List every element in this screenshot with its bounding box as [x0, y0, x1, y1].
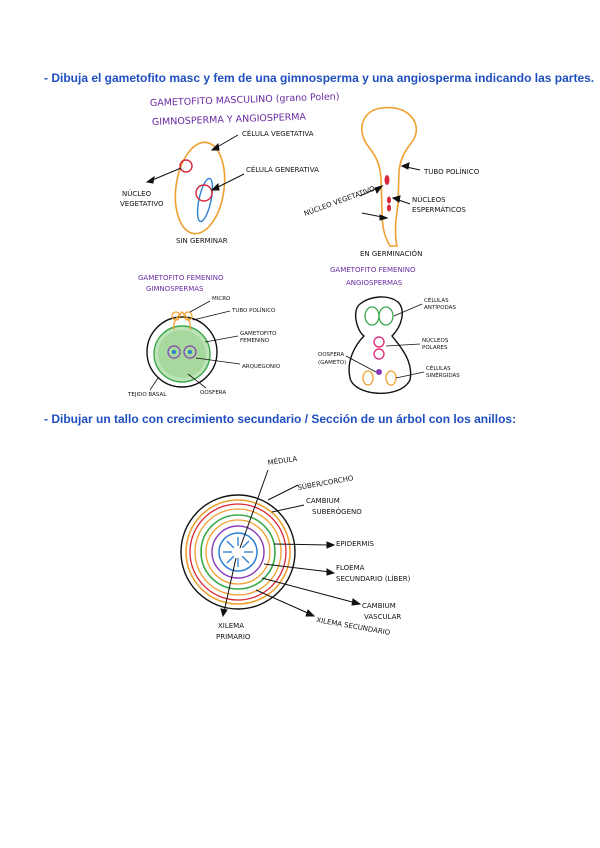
label-celula-vegetativa: CÉLULA VEGETATIVA — [242, 129, 314, 138]
label-en-germinacion: EN GERMINACIÓN — [360, 249, 422, 258]
stem-cross-section — [180, 494, 296, 610]
female-angio-embryo-sac — [348, 296, 412, 394]
male-title: GAMETOFITO MASCULINO (grano Polen) — [150, 91, 340, 109]
label-tubo-polinico: TUBO POLÍNICO — [423, 167, 480, 176]
female-gymno-ovule — [146, 311, 218, 388]
label-medula: MÉDULA — [267, 454, 298, 467]
angio-pollen-tube — [361, 106, 418, 247]
label-suber: SÚBER/CORCHO — [297, 473, 355, 492]
label-celula-generativa: CÉLULA GENERATIVA — [246, 165, 319, 174]
question-1: - Dibuja el gametofito masc y fem de una… — [44, 71, 595, 85]
male-subtitle: GIMNOSPERMA Y ANGIOSPERMA — [152, 112, 307, 128]
label-sin-germinar: SIN GERMINAR — [176, 237, 228, 245]
label-epidermis: EPIDERMIS — [336, 540, 374, 548]
question-2: - Dibujar un tallo con crecimiento secun… — [44, 412, 517, 426]
label-tejido-basal: TEJIDO BASAL — [127, 392, 167, 398]
label-oosfera-gymno: OOSFERA — [200, 390, 226, 396]
label-arquegonio: ARQUEGONIO — [242, 364, 281, 370]
label-nucleo-vegetativo-angio: NÚCLEO VEGETATIVO — [303, 184, 377, 218]
gymno-pollen-grain — [174, 141, 226, 235]
label-tubo-polinico-fem: TUBO POLÍNICO — [231, 307, 276, 314]
label-micro: MICRO — [212, 296, 231, 302]
label-oosfera-angio: OOSFERA(GAMETO) — [318, 352, 346, 366]
